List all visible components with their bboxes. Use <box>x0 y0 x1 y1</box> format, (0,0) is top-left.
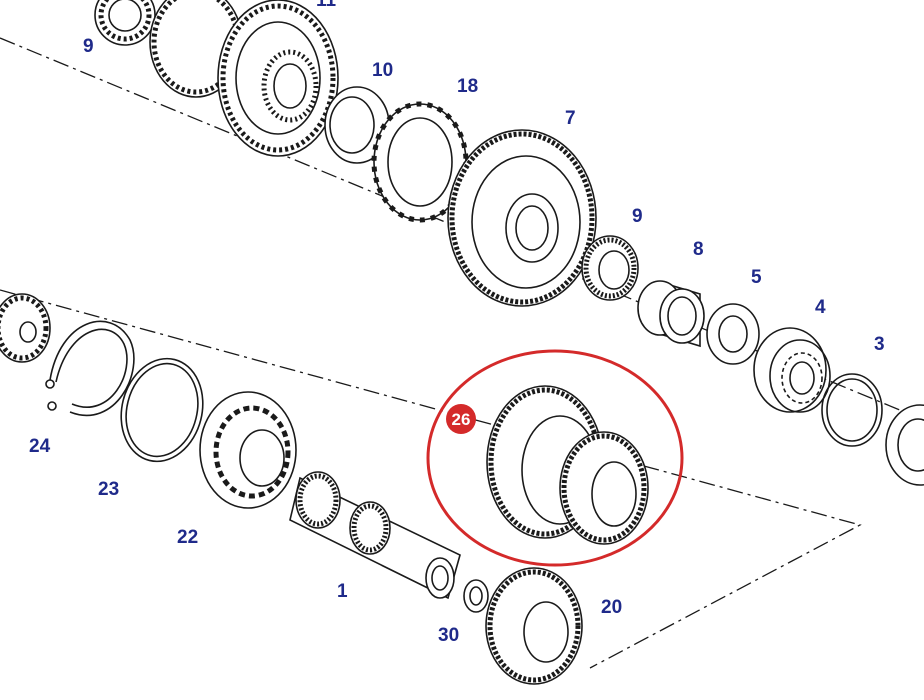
part-22-roller-bearing <box>199 391 297 509</box>
part-9-needle-bearing <box>581 235 639 301</box>
label-part-23: 23 <box>98 479 119 500</box>
label-part-7: 7 <box>565 108 576 129</box>
label-part-4: 4 <box>815 297 826 318</box>
part-11-synchro-hub <box>149 0 339 157</box>
label-part-9-upper: 9 <box>83 36 94 57</box>
label-part-30: 30 <box>438 625 459 646</box>
part-3-snap-ring <box>821 373 883 447</box>
label-part-22: 22 <box>177 527 198 548</box>
left-shaft-end <box>0 293 51 363</box>
part-1-shaft <box>289 471 461 600</box>
part-26-double-gear <box>486 385 649 545</box>
label-part-5: 5 <box>751 267 762 288</box>
part-26-badge <box>446 404 476 434</box>
part-8-sleeve <box>637 280 705 348</box>
label-part-9-lower: 9 <box>632 206 643 227</box>
highlight-circle <box>426 349 684 567</box>
assembly-axis-lower <box>0 289 862 669</box>
part-30-small-bearing <box>463 579 489 613</box>
part-20-gear <box>485 567 583 685</box>
part-23-ring <box>120 357 204 463</box>
label-part-1: 1 <box>337 581 348 602</box>
label-part-10: 10 <box>372 60 393 81</box>
right-edge-part <box>885 404 924 486</box>
label-part-8: 8 <box>693 239 704 260</box>
part-5-washer <box>706 303 760 365</box>
part-7-large-gear <box>447 129 597 307</box>
label-part-11: 11 <box>316 0 337 11</box>
label-part-20: 20 <box>601 597 622 618</box>
label-part-24: 24 <box>29 436 51 457</box>
part-9-upper-bearing <box>94 0 156 46</box>
part-26-badge-text: 26 <box>452 410 471 429</box>
label-part-3: 3 <box>874 334 885 355</box>
label-part-18: 18 <box>457 76 478 97</box>
part-24-circlip <box>45 320 135 417</box>
part-4-ball-bearing <box>753 327 831 413</box>
